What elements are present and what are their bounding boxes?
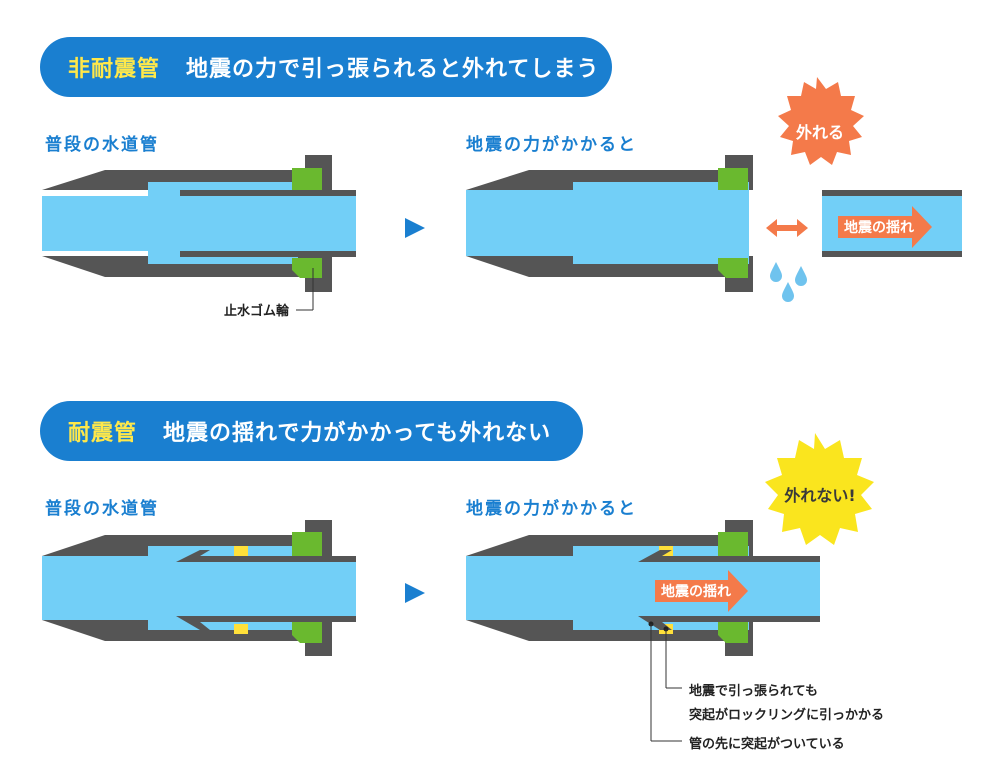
s1l-seal-top	[292, 168, 322, 190]
s1r-double-arrow	[766, 219, 808, 237]
s2r-shake-arrow	[655, 570, 748, 612]
s2-callout-2: 管の先に突起がついている	[689, 737, 845, 752]
s1r-seal-top	[718, 168, 748, 190]
s2l-spigot-wall-top	[176, 550, 356, 562]
s1-disconnected-pipe	[466, 155, 962, 302]
s1l-socket-top	[42, 155, 332, 190]
s1l-spigot-wall-bottom	[180, 251, 356, 257]
s2r-spigot-wall-bottom	[638, 616, 820, 630]
s2-locked-pipe	[466, 520, 820, 742]
s1l-spigot-wall-top	[180, 190, 356, 196]
s1l-seal-bottom	[292, 258, 322, 278]
s2-burst-text: 外れない!	[784, 486, 856, 505]
s2-callout-1-line2: 突起がロックリングに引っかかる	[689, 708, 885, 723]
s1r-separated-wall-top	[822, 190, 962, 196]
s2l-water-main	[42, 556, 148, 620]
section-1-right-label: 地震の力がかかると	[466, 135, 637, 155]
section-2-keyword: 耐震管	[68, 421, 138, 446]
s2l-lock-top	[234, 546, 248, 556]
s2l-seal-bottom	[292, 622, 322, 643]
s1r-drop-3	[782, 282, 794, 302]
s1-next-arrow	[405, 218, 425, 238]
s1l-socket-bottom	[42, 256, 332, 292]
s2l-lock-bottom	[234, 624, 248, 634]
s1r-water-socket	[573, 182, 749, 264]
s2l-spigot-water	[176, 562, 356, 616]
s1-burst-shape	[778, 77, 864, 165]
section-2-left-label: 普段の水道管	[45, 499, 159, 519]
s1-normal-pipe	[42, 155, 356, 311]
s2-callout-1-line1: 地震で引っ張られても	[689, 684, 818, 699]
s2r-seal-top	[718, 532, 748, 556]
section-1-description: 地震の力で引っ張られると外れてしまう	[186, 57, 600, 82]
s1-callout-text: 止水ゴム輪	[224, 304, 290, 319]
s2l-seal-top	[292, 532, 322, 556]
s2l-spigot-wall-bottom	[176, 616, 356, 630]
s2-normal-pipe	[42, 520, 356, 656]
s2-next-arrow	[405, 583, 425, 603]
s1r-drop-1	[770, 262, 782, 282]
section-1-header: 非耐震管 地震の力で引っ張られると外れてしまう	[40, 37, 612, 97]
s1r-water-main	[466, 190, 573, 256]
section-2-description: 地震の揺れで力がかかっても外れない	[163, 421, 552, 446]
section-2-right-label: 地震の力がかかると	[466, 499, 637, 519]
s1r-socket-bottom	[466, 256, 753, 292]
section-1-left-label: 普段の水道管	[45, 135, 159, 155]
s2-burst-shape	[765, 433, 874, 545]
s1-shake-arrow-text: 地震の揺れ	[844, 220, 914, 236]
s1r-shake-arrow	[838, 206, 932, 248]
s1r-drop-2	[795, 266, 807, 286]
s1r-socket-top	[466, 155, 753, 190]
s2r-spigot-wall-top	[638, 550, 820, 562]
s2r-seal-bottom	[718, 622, 748, 643]
s1l-spigot-water	[180, 196, 356, 251]
section-1-keyword: 非耐震管	[68, 57, 161, 82]
s2r-water-main	[466, 556, 573, 620]
s1r-separated-wall-bottom	[822, 251, 962, 257]
s1r-seal-bottom	[718, 258, 748, 278]
s1-burst-text: 外れる	[795, 123, 844, 142]
section-2-header: 耐震管 地震の揺れで力がかかっても外れない	[40, 401, 583, 461]
s2-shake-arrow-text: 地震の揺れ	[661, 584, 731, 600]
s1l-water-left	[42, 182, 180, 264]
